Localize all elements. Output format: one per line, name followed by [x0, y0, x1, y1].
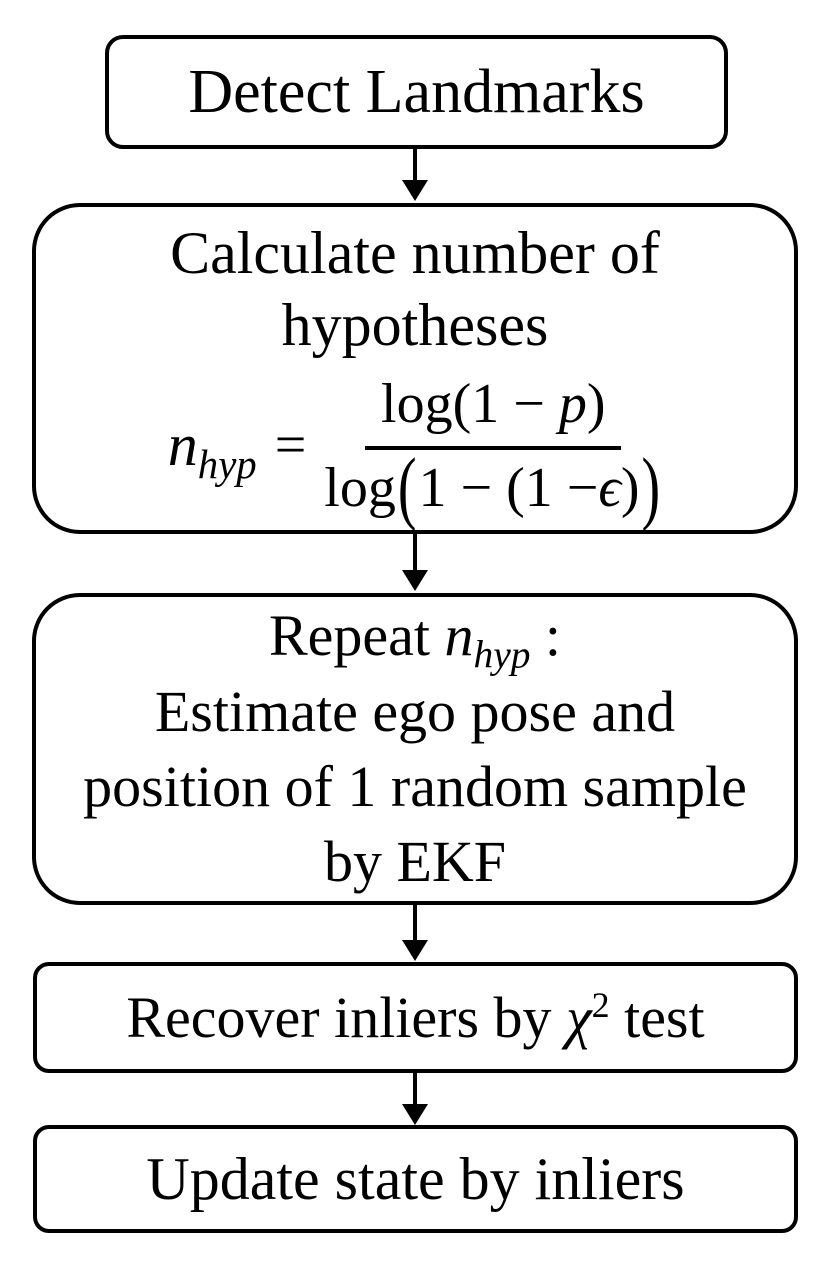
arrowhead-icon — [402, 940, 428, 961]
node-label-line2: hypotheses — [281, 291, 549, 358]
recover-text: Recover inliers by — [126, 984, 567, 1050]
node-repeat-hypotheses: Repeat nhyp : Estimate ego pose and posi… — [32, 593, 798, 905]
numerator-log-term: log(1 − — [381, 372, 559, 435]
node-label: Update state by inliers — [146, 1146, 685, 1212]
repeat-subscript-hyp: hyp — [473, 632, 531, 677]
denominator-close-paren: ) — [641, 442, 661, 533]
denominator-inner-close-paren: ) — [620, 456, 640, 519]
denominator-log: log — [324, 456, 396, 519]
numerator-close-paren: ) — [586, 372, 606, 435]
repeat-var-n: n — [444, 603, 474, 669]
node-label: Detect Landmarks — [188, 57, 645, 126]
arrowhead-icon — [402, 180, 428, 201]
chi-exponent: 2 — [591, 984, 610, 1025]
chi-symbol: χ — [566, 984, 592, 1050]
fraction-denominator: log(1 − (1 − ϵ)) — [324, 443, 662, 533]
arrow-recover-to-update — [413, 1072, 417, 1105]
node-update-state: Update state by inliers — [33, 1125, 798, 1233]
numerator-var-p: p — [558, 372, 587, 435]
node-label-line1: Repeat nhyp : — [268, 598, 562, 674]
node-label-line1: Calculate number of — [170, 219, 660, 286]
arrow-calculate-to-repeat — [413, 533, 417, 571]
fraction-numerator: log(1 − p) — [365, 371, 622, 450]
repeat-colon: : — [530, 603, 562, 669]
denominator-var-epsilon: ϵ — [598, 456, 621, 519]
denominator-open-paren: ( — [397, 442, 417, 533]
arrow-detect-to-calculate — [413, 148, 417, 181]
equals-sign: = — [274, 413, 307, 476]
formula-fraction: log(1 − p) log(1 − (1 − ϵ)) — [324, 371, 662, 533]
test-text: test — [609, 984, 705, 1050]
node-label-line4: by EKF — [323, 829, 507, 895]
arrowhead-icon — [402, 570, 428, 591]
formula-subscript-hyp: hyp — [197, 442, 257, 488]
node-calculate-hypotheses: Calculate number of hypotheses nhyp = lo… — [32, 203, 798, 534]
arrow-repeat-to-recover — [413, 904, 417, 941]
node-detect-landmarks: Detect Landmarks — [105, 35, 728, 149]
node-label: Recover inliers by χ2 test — [126, 983, 704, 1053]
node-label-line3: position of 1 random sample — [83, 754, 747, 819]
repeat-text: Repeat — [268, 603, 445, 669]
arrowhead-icon — [402, 1104, 428, 1125]
node-label-line2: Estimate ego pose and — [154, 678, 676, 744]
node-recover-inliers: Recover inliers by χ2 test — [33, 962, 798, 1073]
denominator-inner-term: 1 − (1 − — [418, 456, 599, 519]
hypotheses-count-formula: nhyp = log(1 − p) log(1 − (1 − ϵ)) — [167, 371, 662, 533]
formula-var-n: n — [167, 412, 198, 479]
formula-lhs: nhyp — [167, 409, 257, 485]
